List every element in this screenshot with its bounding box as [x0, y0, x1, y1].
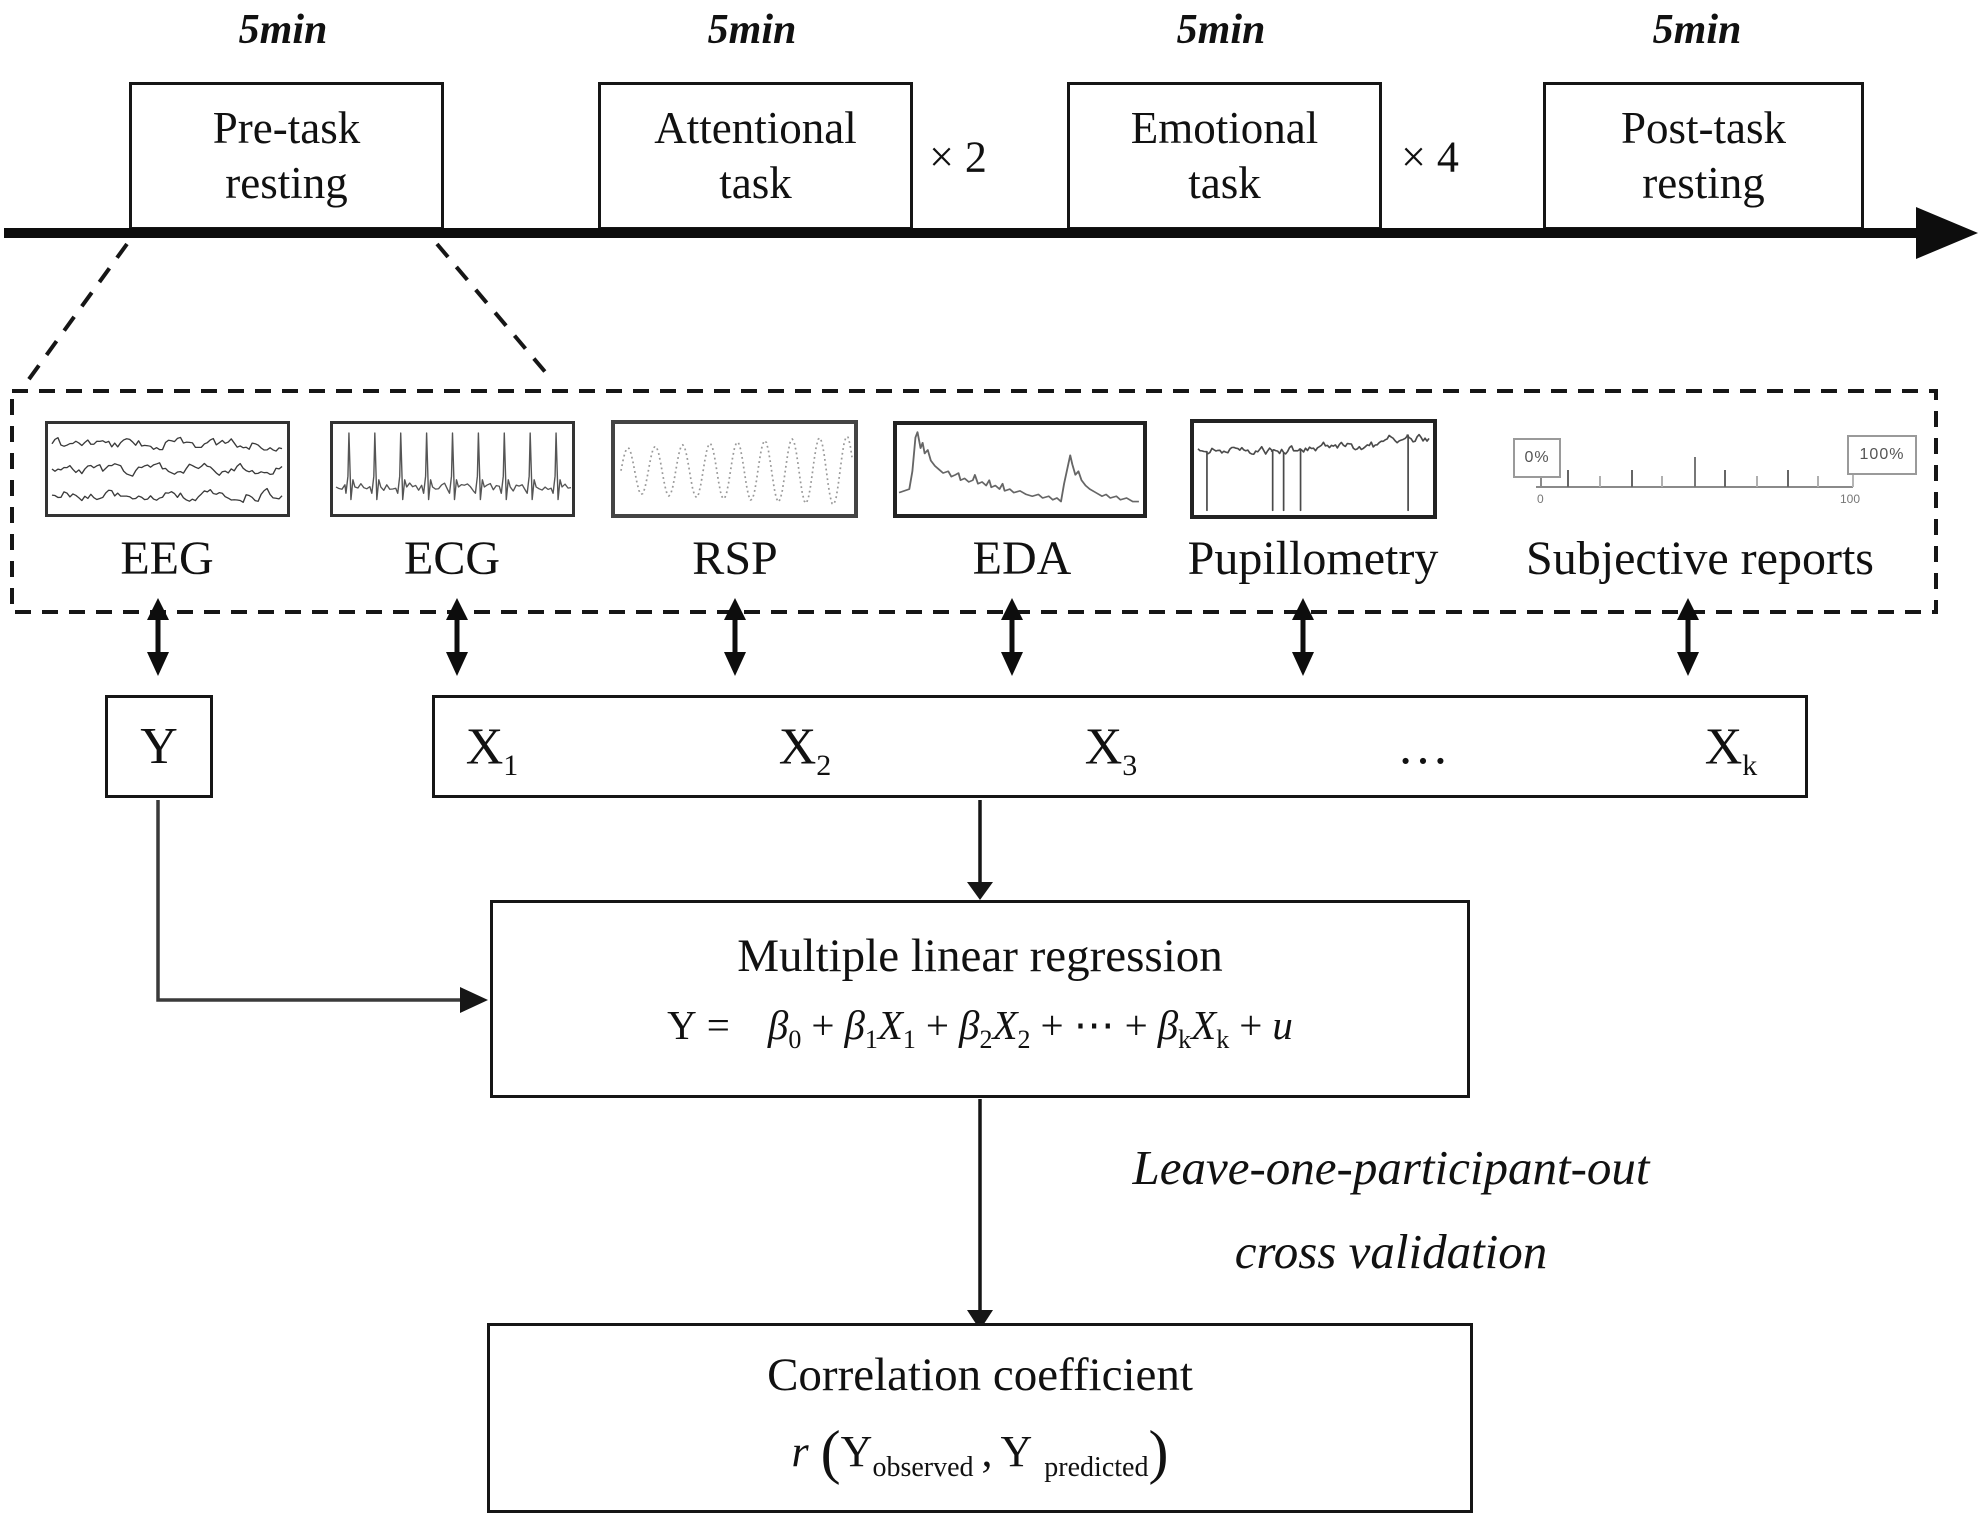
repeat-multiplier-x2: × 2 — [929, 132, 987, 182]
signal-label-ecg: ECG — [404, 532, 500, 585]
eeg-waveform-icon — [51, 436, 283, 503]
regression-box: Multiple linear regression Y=β0+β1X1+β2X… — [490, 900, 1470, 1098]
zoom-dash-left — [22, 242, 129, 388]
phase-box-pre-task-resting: Pre-task resting — [129, 82, 444, 230]
signal-panel-subjective-reports: 0% 100% 0 100 — [1500, 424, 1920, 516]
x-cell-1: X1 — [465, 718, 519, 782]
vas-left-box: 0% — [1513, 438, 1561, 478]
x-variables-box: X1 X2 X3 … Xk — [432, 695, 1808, 798]
regression-formula: Y=β0+β1X1+β2X2+⋯+βkXk+u — [667, 1002, 1293, 1055]
x-to-regression-arrowhead-icon — [967, 882, 993, 900]
signal-label-pupillometry: Pupillometry — [1187, 532, 1439, 585]
phase-box-emotional-task: Emotional task — [1067, 82, 1382, 230]
double-arrow-ecg — [446, 598, 468, 676]
y-to-regression-line — [156, 800, 462, 1002]
ecg-waveform-icon — [335, 432, 572, 501]
signal-panel-pupillometry — [1190, 419, 1437, 519]
double-arrow-eeg — [147, 598, 169, 676]
signal-panel-eda — [893, 421, 1147, 518]
regression-to-correlation-arrowhead-icon — [967, 1310, 993, 1330]
double-arrow-rsp — [724, 598, 746, 676]
x-cell-3: X3 — [1084, 718, 1138, 782]
vas-max-label: 100 — [1840, 492, 1861, 506]
phase-label: Emotional task — [1130, 103, 1319, 208]
phase-label: Attentional task — [654, 103, 857, 208]
double-arrow-pupillometry — [1292, 598, 1314, 676]
cross-validation-line2: cross validation — [1234, 1224, 1548, 1280]
signal-panel-rsp — [611, 420, 858, 518]
vas-min-label: 0 — [1537, 492, 1544, 506]
vas-scale-icon — [1536, 457, 1854, 488]
duration-label: 5min — [1176, 7, 1266, 53]
repeat-multiplier-x4: × 4 — [1401, 132, 1459, 182]
cross-validation-label: Leave-one-participant-out cross validati… — [1132, 1126, 1649, 1295]
phase-label: Pre-task resting — [212, 103, 361, 208]
duration-label: 5min — [707, 7, 797, 53]
y-to-regression-arrowhead-icon — [460, 987, 488, 1013]
signal-label-rsp: RSP — [692, 532, 778, 585]
pupillometry-waveform-icon — [1197, 433, 1430, 512]
cross-validation-line1: Leave-one-participant-out — [1132, 1140, 1650, 1195]
signal-label-eda: EDA — [972, 532, 1072, 585]
signal-label-subjective-reports: Subjective reports — [1526, 532, 1874, 585]
y-variable-box: Y — [105, 695, 213, 798]
rsp-waveform-icon — [620, 436, 853, 505]
signal-label-eeg: EEG — [120, 532, 214, 585]
acquisition-dashed-box — [10, 389, 1938, 614]
y-label: Y — [140, 718, 178, 775]
regression-title: Multiple linear regression — [737, 930, 1223, 982]
x-cell-ellipsis: … — [1397, 718, 1449, 775]
signal-panel-eeg — [45, 421, 290, 517]
correlation-title: Correlation coefficient — [767, 1349, 1193, 1401]
eda-waveform-icon — [898, 431, 1139, 503]
zoom-dash-right — [435, 242, 554, 382]
double-arrow-eda — [1001, 598, 1023, 676]
signal-double-arrows — [147, 598, 1699, 676]
vas-right-box: 100% — [1847, 435, 1917, 475]
x-cell-k: Xk — [1704, 718, 1758, 782]
signal-panel-ecg — [330, 421, 575, 517]
x-cell-2: X2 — [778, 718, 832, 782]
duration-label: 5min — [238, 7, 328, 53]
phase-label: Post-task resting — [1620, 103, 1786, 208]
timeline-arrowhead-icon — [1916, 207, 1978, 259]
duration-label: 5min — [1652, 7, 1742, 53]
double-arrow-subjective — [1677, 598, 1699, 676]
